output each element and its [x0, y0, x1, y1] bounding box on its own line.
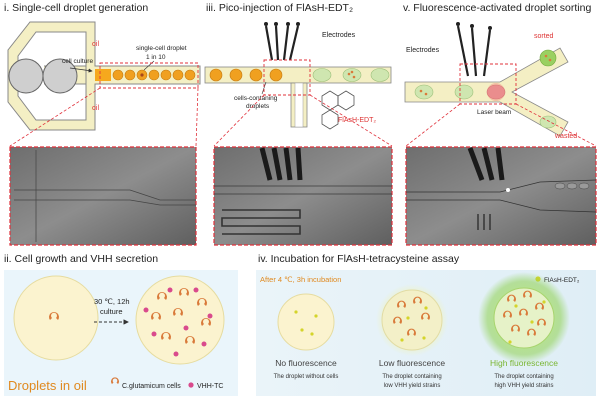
cells-droplets-label-1: cells-contaning	[234, 95, 278, 102]
no-fluorescence-desc: The droplet without cells	[274, 374, 339, 380]
sorting-droplets	[414, 49, 557, 129]
ratio-label: 1 in 10	[146, 54, 166, 61]
arrow-icon	[69, 67, 93, 73]
high-fluorescence-title: High fluorescence	[490, 358, 558, 368]
vhh-legend-label: VHH-TC	[197, 383, 223, 390]
zoom-box	[99, 62, 199, 89]
electrodes-label: Electrodes	[322, 32, 356, 39]
zoom-box	[459, 63, 517, 105]
low-fluorescence-desc-1: The droplet containing	[382, 374, 441, 380]
flash-legend-label: FlAsH-EDT₂	[544, 277, 580, 284]
cell-icon	[111, 377, 119, 384]
droplet-low-fluorescence	[381, 289, 443, 351]
cell-culture-label: cell culture	[62, 58, 93, 65]
cells-legend-label: C.glutamicum cells	[122, 383, 181, 390]
panel-v-title: v. Fluorescence-activated droplet sortin…	[403, 2, 591, 14]
laser-spot	[487, 83, 505, 101]
reagent-label: FlAsH-EDT₂	[338, 117, 376, 124]
cells-droplets-label-2: droplets	[246, 103, 270, 110]
sorting-chip	[404, 47, 569, 137]
wasted-label: wasted	[554, 133, 577, 140]
panel-iii-title: iii. Pico-injection of FlAsH-EDT₂	[206, 2, 353, 14]
micrograph-generation	[9, 146, 197, 246]
inlet-reservoir-1	[8, 58, 44, 94]
injection-droplets	[209, 68, 390, 82]
panel-i-title: i. Single-cell droplet generation	[4, 2, 148, 14]
vhh-dot-icon	[188, 382, 194, 388]
cell-icon	[49, 312, 60, 320]
grown-cells	[151, 288, 211, 344]
micrograph-sorting	[405, 146, 597, 246]
panel-incubation-assay: iv. Incubation for FlAsH-tetracysteine a…	[256, 253, 596, 396]
panel-cell-growth: ii. Cell growth and VHH secretion 30 ℃, …	[4, 253, 238, 396]
vhh-dots	[143, 287, 213, 357]
micrograph-injection	[213, 146, 393, 246]
low-fluorescence-title: Low fluorescence	[379, 358, 445, 368]
panel-droplet-sorting: v. Fluorescence-activated droplet sortin…	[403, 2, 597, 246]
high-fluorescence-desc-1: The droplet containing	[494, 374, 553, 380]
no-fluorescence-title: No fluorescence	[275, 358, 337, 368]
panel-iv-title: iv. Incubation for FlAsH-tetracysteine a…	[258, 253, 460, 265]
electrode-icon	[264, 22, 300, 61]
panel-ii-title: ii. Cell growth and VHH secretion	[4, 253, 158, 265]
generation-chip	[7, 21, 201, 131]
oil-label-bottom: oil	[92, 105, 99, 112]
generated-droplets	[112, 69, 196, 81]
sorted-label: sorted	[534, 33, 554, 40]
flash-molecule-icon	[321, 90, 355, 130]
panel-pico-injection: iii. Pico-injection of FlAsH-EDT₂ Electr…	[204, 2, 393, 246]
high-cells	[502, 290, 546, 344]
incubation-condition: After 4 ℃, 3h incubation	[260, 275, 341, 284]
low-cells	[392, 296, 430, 342]
electrode-icon	[456, 22, 492, 77]
droplets-in-oil-label: Droplets in oil	[8, 378, 87, 393]
growth-condition-1: 30 ℃, 12h	[94, 297, 130, 306]
inlet-reservoir-2	[42, 58, 78, 94]
oil-label-top: oil	[92, 41, 99, 48]
single-cell-label: single-cell droplet	[136, 45, 187, 52]
droplet-after	[135, 275, 225, 365]
growth-condition-2: culture	[100, 307, 123, 316]
pointer-line	[143, 60, 155, 71]
zoom-box	[263, 59, 311, 96]
low-fluorescence-desc-2: low VHH yield strains	[384, 383, 441, 389]
flash-dots	[294, 310, 318, 336]
droplet-no-fluorescence	[277, 293, 335, 351]
high-fluorescence-desc-2: high VHH yield strains	[494, 383, 553, 389]
electrodes-label: Electrodes	[406, 47, 440, 54]
culture-stream	[95, 69, 111, 81]
laser-label: Laser beam	[477, 109, 511, 116]
panel-single-cell-generation: i. Single-cell droplet generation oil oi…	[4, 2, 201, 246]
